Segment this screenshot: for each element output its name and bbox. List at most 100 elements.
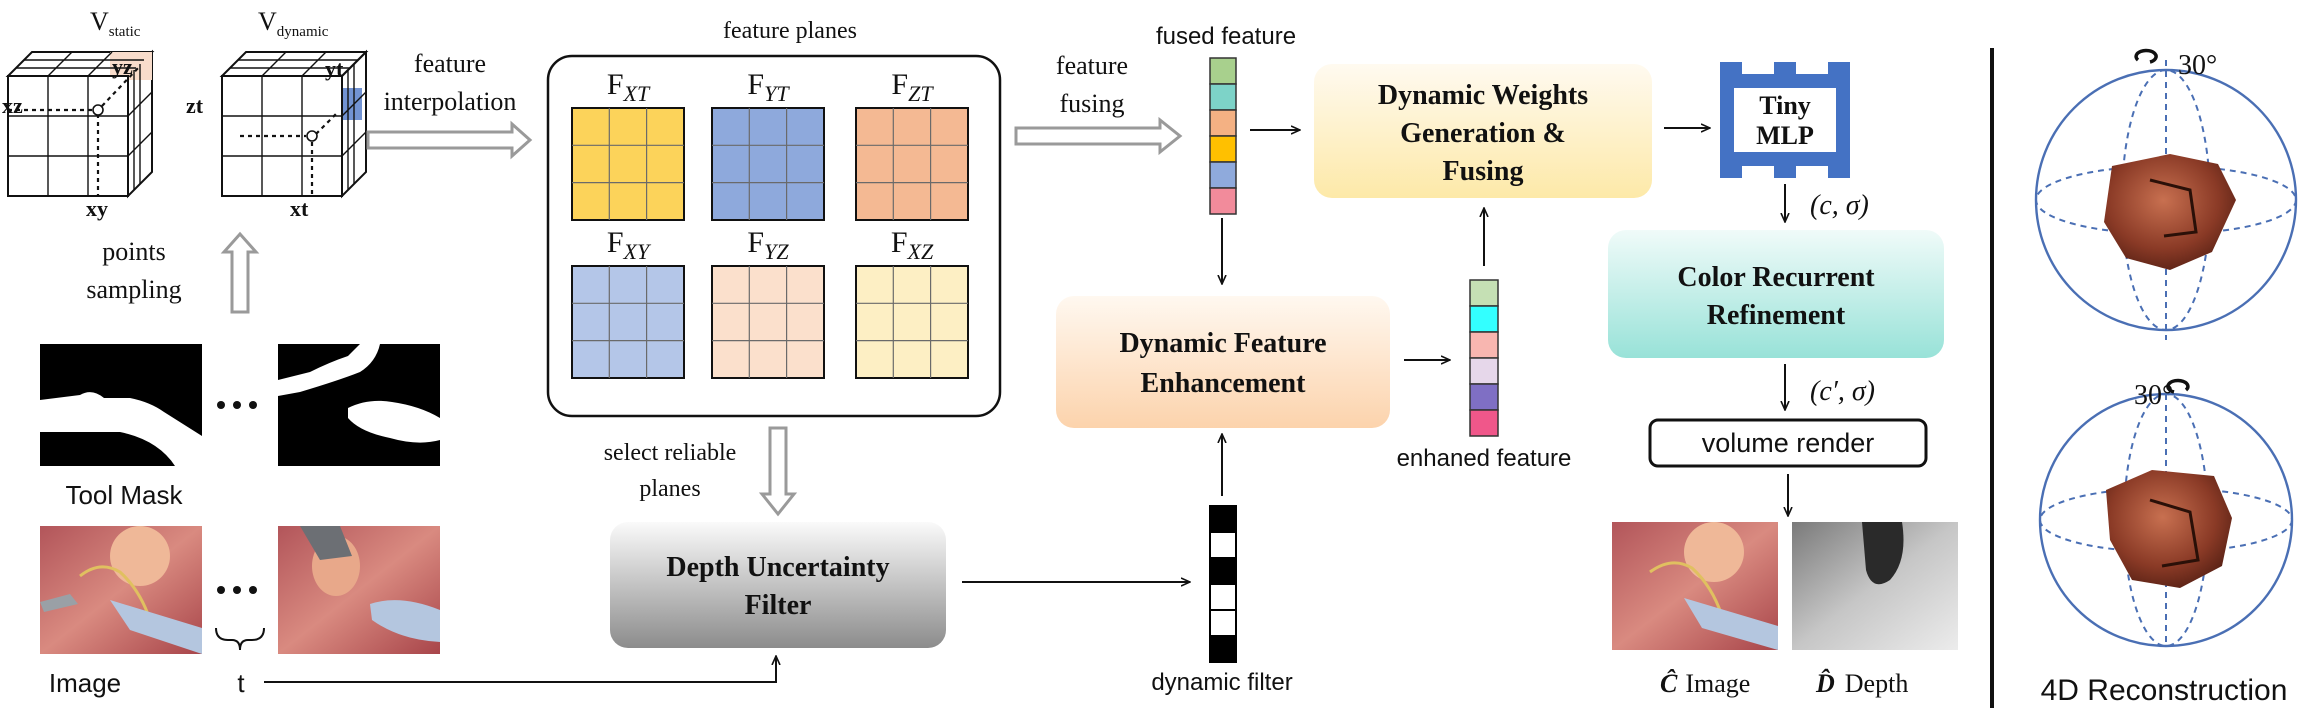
axis-label-zt: zt — [186, 93, 204, 118]
fused-feature-cell — [1209, 187, 1237, 215]
image-label: Image — [49, 668, 121, 698]
d-hat-label: D̂Depth — [1815, 669, 1908, 698]
dynamic-filter-cell — [1209, 557, 1237, 585]
feature-plane: FZT — [855, 68, 969, 221]
rendered-image — [1612, 522, 1778, 650]
enhanced-feature-vector — [1469, 279, 1499, 437]
dynamic-filter-bar — [1209, 505, 1237, 663]
feature-plane-title: FXY — [607, 226, 652, 264]
t-label: t — [237, 668, 245, 698]
dynamic-filter-cell — [1209, 583, 1237, 611]
static-voxel-cube: Vstatic xz yz xy — [2, 7, 155, 221]
volume-render-box — [1648, 418, 1928, 468]
dfe-title-2: Enhancement — [1141, 368, 1307, 399]
dynamic-filter-cell — [1209, 531, 1237, 559]
crr-title-2: Refinement — [1707, 300, 1846, 331]
feature-plane: FXT — [571, 68, 685, 221]
reconstruction-sphere-top — [2034, 48, 2298, 340]
ellipsis-dots-mask — [217, 401, 257, 409]
feature-planes-grid: FXT FYT FZT FXY FYZ FXZ — [571, 68, 969, 379]
enhanced-feature-cell — [1469, 357, 1499, 385]
mlp-title-2: MLP — [1756, 121, 1814, 150]
axis-label-xz: xz — [2, 93, 23, 118]
tiny-mlp-block — [1720, 62, 1850, 178]
depth-uncertainty-filter-box — [610, 522, 946, 648]
tool-mask-1 — [40, 344, 202, 466]
fused-feature-cell — [1209, 109, 1237, 137]
crr-title: Color Recurrent — [1677, 262, 1875, 293]
axis-label-xt: xt — [290, 196, 309, 221]
color-recurrent-refinement-box — [1608, 230, 1944, 358]
hollow-arrow-fusing — [1014, 116, 1183, 156]
feature-plane-title: FYZ — [747, 226, 789, 264]
points-sampling-label: points — [102, 237, 166, 266]
tool-mask-label: Tool Mask — [65, 480, 183, 510]
dwg-title: Dynamic Weights — [1378, 80, 1588, 111]
dfe-title: Dynamic Feature — [1119, 328, 1326, 359]
enhanced-feature-cell — [1469, 305, 1499, 333]
axis-label-xy: xy — [86, 196, 108, 221]
enhanced-feature-cell — [1469, 331, 1499, 359]
axis-label-yz: yz — [112, 54, 133, 79]
feature-planes-label: feature planes — [723, 18, 857, 44]
tool-mask-2 — [278, 344, 440, 466]
time-to-filter-arrow — [264, 656, 776, 683]
enhanced-feature-cell — [1469, 279, 1499, 307]
feature-fusing-label: feature — [1056, 51, 1128, 80]
axis-label-yt: yt — [325, 56, 344, 81]
enhanced-feature-cell — [1469, 409, 1499, 437]
feature-plane: FXZ — [855, 226, 969, 379]
feature-plane: FYT — [711, 68, 825, 221]
reconstruction-label: 4D Reconstruction — [2041, 674, 2288, 707]
fused-feature-label: fused feature — [1156, 23, 1296, 50]
feature-interpolation-label-2: interpolation — [384, 87, 517, 116]
hollow-arrow-interpolation — [366, 120, 533, 160]
duf-title-2: Filter — [745, 590, 812, 621]
feature-fusing-label-2: fusing — [1060, 89, 1125, 118]
duf-title: Depth Uncertainty — [666, 552, 889, 583]
enhanced-feature-cell — [1469, 383, 1499, 411]
fused-feature-vector — [1209, 57, 1237, 215]
select-reliable-label: select reliable — [604, 440, 737, 466]
points-sampling-label-2: sampling — [86, 275, 181, 304]
feature-plane-title: FXT — [607, 68, 651, 106]
dynamic-filter-label: dynamic filter — [1151, 669, 1292, 696]
dynamic-filter-cell — [1209, 505, 1237, 533]
feature-plane-title: FYT — [747, 68, 790, 106]
feature-plane-title: FXZ — [891, 226, 934, 264]
dynamic-filter-cell — [1209, 635, 1237, 663]
hollow-arrow-select — [758, 426, 798, 517]
mlp-title: Tiny — [1759, 91, 1811, 120]
input-image-2 — [278, 526, 440, 654]
static-cube-title: Vstatic — [90, 7, 141, 40]
dynamic-cube-title: Vdynamic — [258, 7, 329, 40]
input-image-1 — [40, 526, 202, 654]
angle-label-top: 30° — [2178, 50, 2217, 81]
enhanced-feature-label: enhaned feature — [1397, 445, 1572, 472]
dynamic-filter-cell — [1209, 609, 1237, 637]
feature-plane-title: FZT — [891, 68, 934, 106]
reconstruction-sphere-bottom — [2038, 378, 2294, 648]
angle-label-bottom: 30° — [2134, 380, 2173, 411]
fused-feature-cell — [1209, 57, 1237, 85]
ellipsis-dots-image — [217, 586, 257, 594]
hollow-arrow-sampling — [220, 231, 260, 314]
feature-interpolation-label: feature — [414, 49, 486, 78]
fused-feature-cell — [1209, 161, 1237, 189]
rendered-depth — [1792, 522, 1958, 650]
feature-plane: FYZ — [711, 226, 825, 379]
dwg-title-3: Fusing — [1443, 156, 1524, 187]
dwg-title-2: Generation & — [1400, 118, 1566, 149]
volume-render-label: volume render — [1702, 428, 1875, 458]
time-brace — [215, 627, 265, 651]
fused-feature-cell — [1209, 135, 1237, 163]
dynamic-voxel-cube: Vdynamic zt yt xt — [186, 7, 369, 221]
c-sigma-label: (c, σ) — [1810, 190, 1869, 221]
c-prime-sigma-label: (c′, σ) — [1810, 376, 1875, 407]
dynamic-weights-box — [1314, 64, 1652, 198]
select-reliable-label-2: planes — [639, 476, 700, 502]
feature-plane: FXY — [571, 226, 685, 379]
dynamic-feature-enhancement-box — [1056, 296, 1390, 428]
